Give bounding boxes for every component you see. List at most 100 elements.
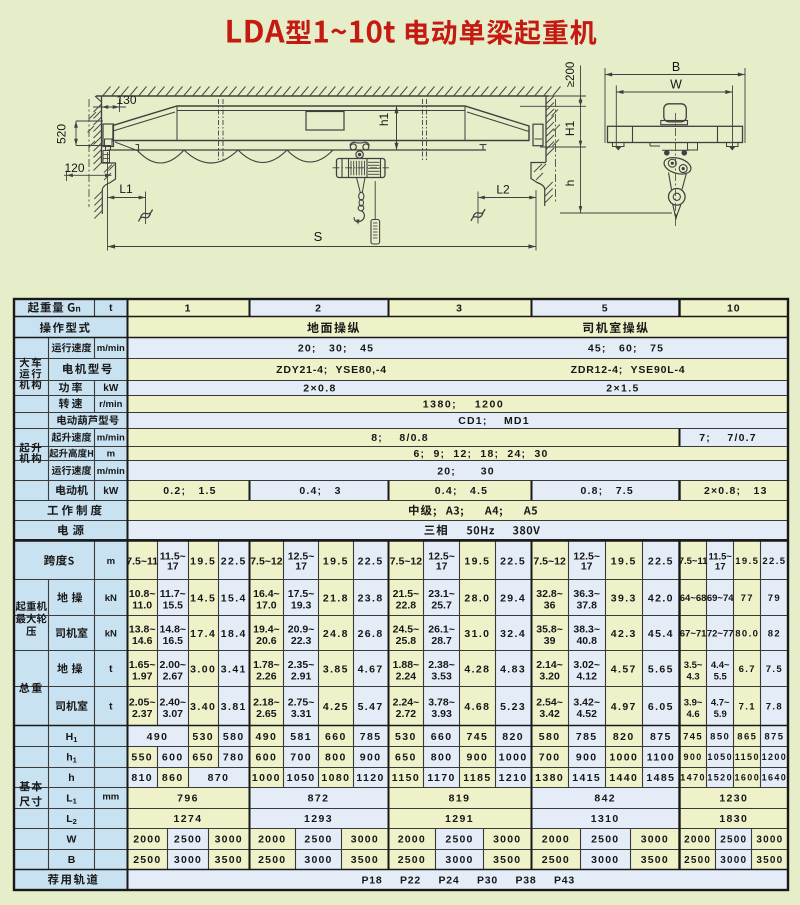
svg-text:4.4~: 4.4~ bbox=[711, 660, 730, 671]
svg-text:1440: 1440 bbox=[609, 772, 638, 784]
svg-text:3000: 3000 bbox=[445, 854, 473, 866]
svg-text:L1: L1 bbox=[119, 182, 133, 196]
svg-text:580: 580 bbox=[539, 731, 561, 743]
svg-text:3.00: 3.00 bbox=[190, 663, 216, 675]
svg-text:1600: 1600 bbox=[734, 773, 760, 783]
svg-text:ZDY21-4; YSE80,-4: ZDY21-4; YSE80,-4 bbox=[276, 364, 387, 376]
svg-text:6.05: 6.05 bbox=[648, 701, 674, 713]
svg-text:2000: 2000 bbox=[258, 834, 286, 846]
svg-text:1230: 1230 bbox=[719, 793, 748, 805]
svg-text:1310: 1310 bbox=[591, 813, 620, 825]
svg-text:1120: 1120 bbox=[356, 772, 384, 784]
svg-text:21.5~: 21.5~ bbox=[393, 588, 420, 600]
svg-text:2: 2 bbox=[315, 302, 322, 314]
svg-text:875: 875 bbox=[650, 731, 672, 743]
svg-text:45.4: 45.4 bbox=[648, 628, 674, 640]
svg-text:79: 79 bbox=[768, 593, 781, 604]
svg-text:20.9~: 20.9~ bbox=[288, 624, 315, 636]
svg-text:8; 8/0.8: 8; 8/0.8 bbox=[371, 432, 429, 444]
svg-text:4.3: 4.3 bbox=[686, 671, 699, 682]
svg-text:7.5~12: 7.5~12 bbox=[533, 555, 566, 567]
svg-text:kN: kN bbox=[105, 593, 117, 604]
svg-text:2500: 2500 bbox=[258, 854, 286, 866]
svg-text:13.8~: 13.8~ bbox=[129, 624, 156, 636]
svg-text:CD1; MD1: CD1; MD1 bbox=[458, 415, 530, 427]
svg-text:3.02~: 3.02~ bbox=[573, 659, 600, 671]
svg-text:19.5: 19.5 bbox=[735, 556, 759, 567]
svg-text:r/min: r/min bbox=[99, 399, 122, 410]
svg-text:819: 819 bbox=[449, 793, 471, 805]
svg-text:600: 600 bbox=[256, 752, 278, 764]
svg-text:4.83: 4.83 bbox=[500, 663, 526, 675]
svg-text:3000: 3000 bbox=[351, 834, 379, 846]
svg-text:2.91: 2.91 bbox=[291, 670, 312, 682]
svg-text:2.24~: 2.24~ bbox=[393, 697, 420, 709]
svg-text:7.5~12: 7.5~12 bbox=[250, 555, 283, 567]
svg-text:16.5: 16.5 bbox=[163, 635, 184, 647]
svg-text:650: 650 bbox=[395, 752, 417, 764]
svg-text:23.1~: 23.1~ bbox=[428, 588, 455, 600]
svg-text:kN: kN bbox=[105, 628, 117, 639]
svg-text:m/min: m/min bbox=[97, 343, 125, 354]
svg-text:3500: 3500 bbox=[215, 854, 243, 866]
svg-text:580: 580 bbox=[223, 731, 245, 743]
svg-text:900: 900 bbox=[576, 752, 598, 764]
svg-text:L1: L1 bbox=[66, 793, 77, 806]
svg-text:h1: h1 bbox=[66, 752, 77, 765]
svg-text:15.4: 15.4 bbox=[221, 592, 247, 604]
svg-text:25.7: 25.7 bbox=[431, 599, 452, 611]
svg-text:700: 700 bbox=[290, 752, 312, 764]
svg-text:40.8: 40.8 bbox=[576, 635, 597, 647]
svg-text:mm: mm bbox=[102, 792, 119, 803]
svg-text:860: 860 bbox=[162, 772, 184, 784]
svg-text:875: 875 bbox=[764, 731, 784, 742]
svg-text:19.4~: 19.4~ bbox=[253, 624, 280, 636]
svg-text:1415: 1415 bbox=[572, 772, 601, 784]
svg-text:2.72: 2.72 bbox=[396, 708, 417, 720]
svg-text:660: 660 bbox=[325, 731, 347, 743]
svg-text:1185: 1185 bbox=[463, 772, 491, 784]
svg-text:4.67: 4.67 bbox=[358, 663, 384, 675]
svg-text:1380: 1380 bbox=[535, 772, 564, 784]
svg-text:24.5~: 24.5~ bbox=[393, 624, 420, 636]
svg-text:17: 17 bbox=[581, 560, 593, 572]
svg-text:kW: kW bbox=[103, 486, 119, 497]
svg-text:2.18~: 2.18~ bbox=[253, 697, 280, 709]
svg-text:7.8: 7.8 bbox=[766, 701, 783, 712]
svg-text:1210: 1210 bbox=[499, 772, 528, 784]
svg-text:11.0: 11.0 bbox=[132, 599, 152, 611]
svg-text:2.24: 2.24 bbox=[396, 670, 417, 682]
svg-text:872: 872 bbox=[308, 793, 330, 805]
svg-text:120: 120 bbox=[64, 161, 84, 175]
svg-text:1640: 1640 bbox=[762, 773, 788, 783]
svg-text:3000: 3000 bbox=[215, 834, 243, 846]
svg-text:12.5~: 12.5~ bbox=[428, 551, 455, 563]
svg-text:5.23: 5.23 bbox=[500, 701, 526, 713]
svg-text:32.4: 32.4 bbox=[500, 628, 526, 640]
svg-text:1050: 1050 bbox=[707, 752, 733, 762]
svg-text:P30: P30 bbox=[477, 874, 498, 886]
svg-text:780: 780 bbox=[223, 752, 245, 764]
svg-text:1: 1 bbox=[185, 302, 192, 314]
svg-text:h: h bbox=[563, 180, 577, 187]
svg-text:1200: 1200 bbox=[762, 752, 788, 762]
svg-text:H1: H1 bbox=[563, 121, 577, 137]
svg-text:19.5: 19.5 bbox=[611, 555, 637, 567]
svg-text:1080: 1080 bbox=[321, 772, 350, 784]
svg-text:3500: 3500 bbox=[641, 854, 669, 866]
svg-text:800: 800 bbox=[325, 752, 347, 764]
svg-text:1.78~: 1.78~ bbox=[253, 659, 280, 671]
svg-text:24.8: 24.8 bbox=[323, 628, 349, 640]
svg-text:4.52: 4.52 bbox=[576, 708, 597, 720]
svg-text:14.6: 14.6 bbox=[132, 635, 153, 647]
svg-text:3000: 3000 bbox=[493, 834, 521, 846]
svg-text:490: 490 bbox=[256, 731, 278, 743]
svg-text:550: 550 bbox=[131, 752, 153, 764]
svg-text:32.8~: 32.8~ bbox=[536, 588, 563, 600]
svg-text:3.93: 3.93 bbox=[431, 708, 452, 720]
svg-text:22.3: 22.3 bbox=[291, 635, 312, 647]
svg-text:2×0.8; 13: 2×0.8; 13 bbox=[704, 485, 768, 497]
svg-text:≥200: ≥200 bbox=[565, 62, 577, 88]
svg-text:4.6: 4.6 bbox=[686, 709, 699, 720]
svg-text:900: 900 bbox=[360, 752, 382, 764]
